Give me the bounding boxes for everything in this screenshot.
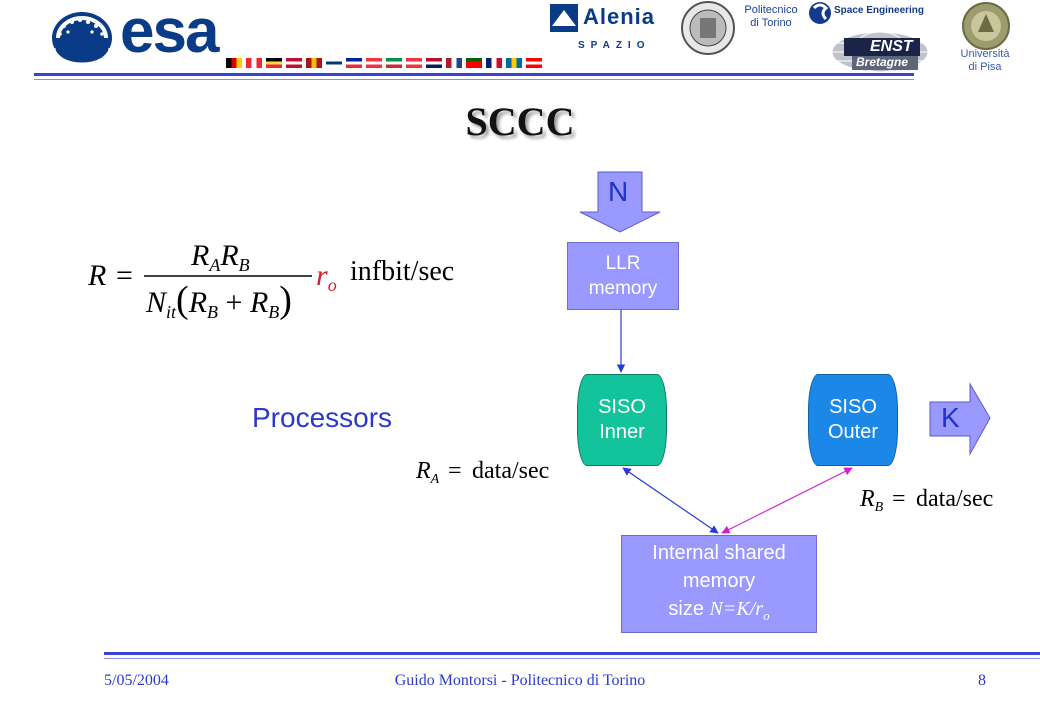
- flag-12: [466, 58, 482, 68]
- pisa-line2: di Pisa: [968, 61, 1002, 73]
- output-k-arrow: [929, 382, 991, 456]
- ra-equals: =: [448, 458, 462, 484]
- flag-2: [266, 58, 282, 68]
- outer-line2: Outer: [827, 421, 879, 443]
- flag-9: [406, 58, 422, 68]
- pisa-label: Università di Pisa: [950, 48, 1020, 74]
- flag-6: [346, 58, 362, 68]
- flag-14: [506, 58, 522, 68]
- flag-5: [326, 58, 342, 68]
- esa-wordmark: esa: [120, 0, 219, 66]
- header-rule: [34, 73, 914, 76]
- outer-line1: SISO: [829, 396, 877, 418]
- inner-line2: Inner: [599, 421, 645, 443]
- polito-seal-icon: [681, 1, 735, 55]
- formula-numerator: RARB: [190, 239, 250, 275]
- flag-1: [246, 58, 262, 68]
- processors-label: Processors: [252, 402, 393, 433]
- llr-memory-box: LLR memory: [567, 242, 679, 310]
- flag-10: [426, 58, 442, 68]
- shared-line3: size N=K/ro: [668, 597, 770, 623]
- siso-inner-processor: SISO Inner: [577, 374, 667, 466]
- footer-author: Guido Montorsi - Politecnico di Torino: [394, 672, 646, 689]
- formula-unit: infbit/sec: [350, 256, 454, 287]
- pisa-seal-icon: [962, 2, 1010, 50]
- slide-title: SCCC: [465, 99, 575, 144]
- flag-11: [446, 58, 462, 68]
- polito-line1: Politecnico: [744, 4, 798, 16]
- input-n-arrow: [579, 171, 661, 233]
- space-engineering-label: Space Engineering: [834, 5, 925, 16]
- flag-3: [286, 58, 302, 68]
- rb-equals: =: [892, 486, 906, 512]
- enst-globe-icon: [831, 31, 929, 73]
- ra-formula: RA = data/sec: [415, 458, 549, 487]
- siso-outer-processor: SISO Outer: [808, 374, 898, 466]
- esa-globe-icon: [52, 12, 112, 66]
- input-n-label: N: [608, 176, 629, 207]
- member-flags: [226, 58, 542, 68]
- rb-symbol: RB: [859, 486, 884, 515]
- shared-line1: Internal shared: [652, 541, 786, 564]
- flag-4: [306, 58, 322, 68]
- pisa-line1: Università: [960, 48, 1010, 60]
- flag-0: [226, 58, 242, 68]
- rb-formula: RB = data/sec: [859, 486, 993, 515]
- inner-shared-link: [622, 467, 719, 534]
- enst-label: ENST: [870, 38, 913, 55]
- internal-shared-memory-box: Internal shared memory size N=K/ro: [621, 535, 817, 633]
- flag-13: [486, 58, 502, 68]
- output-k-label: K: [941, 402, 960, 433]
- space-engineering-icon: [809, 2, 831, 24]
- flag-7: [366, 58, 382, 68]
- footer-page-number: 8: [978, 672, 986, 689]
- header-rule-thin: [34, 79, 914, 80]
- llr-line1: LLR: [605, 253, 641, 274]
- llr-line2: memory: [588, 278, 658, 299]
- ra-unit: data/sec: [472, 458, 549, 484]
- esa-logo: [40, 4, 240, 68]
- footer-date: 5/05/2004: [104, 672, 169, 689]
- flag-15: [526, 58, 542, 68]
- alenia-logo: Alenia: [583, 4, 656, 29]
- flag-8: [386, 58, 402, 68]
- ra-symbol: RA: [415, 458, 440, 487]
- enst-sub-label: Bretagne: [856, 55, 909, 69]
- polito-line2: di Torino: [750, 17, 792, 29]
- polito-label: Politecnico di Torino: [736, 4, 806, 30]
- footer-rule: [104, 652, 1040, 655]
- alenia-icon: [550, 4, 578, 32]
- formula-equals: =: [116, 259, 133, 292]
- footer-rule-thin: [104, 658, 1040, 659]
- rb-unit: data/sec: [916, 486, 993, 512]
- throughput-formula: R = RARB Nit(RB + RB) ro infbit/sec: [87, 239, 454, 322]
- inner-line1: SISO: [598, 396, 646, 418]
- shared-line2: memory: [682, 569, 756, 592]
- alenia-sub-label: SPAZIO: [578, 40, 651, 51]
- formula-lhs: R: [87, 259, 106, 292]
- outer-shared-link: [721, 467, 853, 534]
